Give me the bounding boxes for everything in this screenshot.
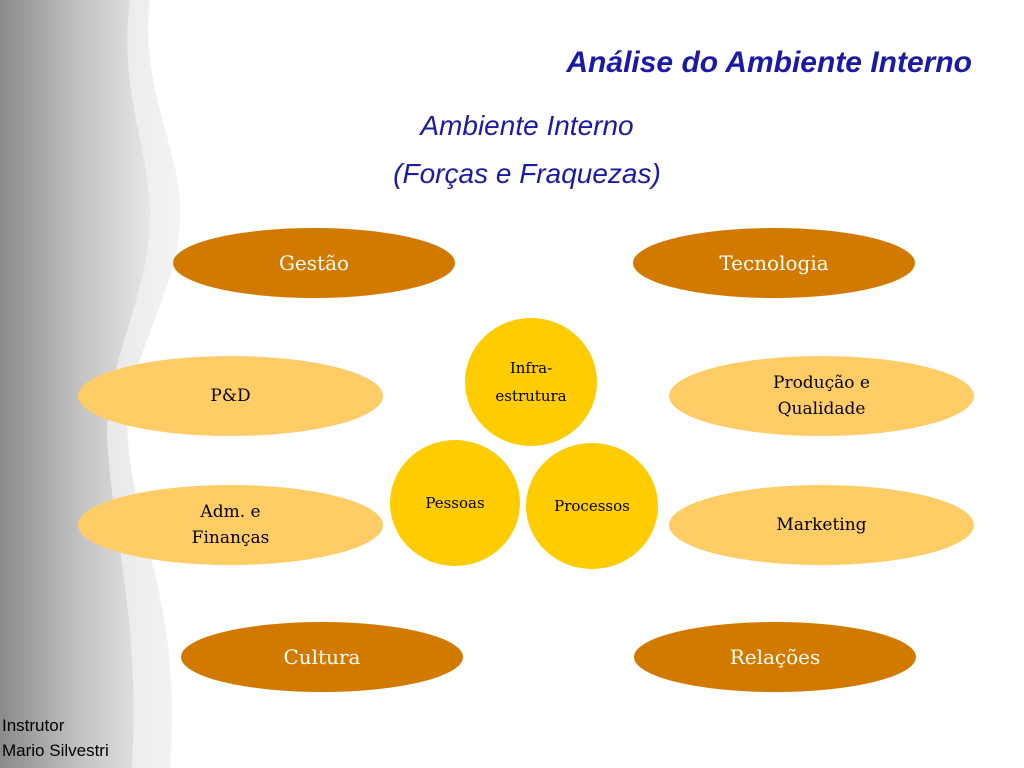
oval-marketing: Marketing <box>669 485 974 565</box>
oval-relacoes-label: Relações <box>729 644 821 669</box>
circle-processos-label: Processos <box>554 496 630 515</box>
oval-pd: P&D <box>78 356 383 436</box>
footer-instructor-name: Mario Silvestri <box>2 741 109 760</box>
circle-infra-label-2: estrutura <box>495 387 567 405</box>
oval-relacoes: Relações <box>634 622 916 692</box>
oval-adm-label-2: Finanças <box>191 528 270 548</box>
oval-adm-label-1: Adm. e <box>200 501 261 522</box>
oval-tecnologia-label: Tecnologia <box>719 250 829 275</box>
oval-tecnologia: Tecnologia <box>633 228 915 298</box>
subtitle-line-1: Ambiente Interno <box>420 110 634 141</box>
circle-pessoas: Pessoas <box>390 440 520 566</box>
footer-instructor-label: Instrutor <box>2 716 65 735</box>
oval-marketing-label: Marketing <box>776 514 867 535</box>
circle-infra-label-1: Infra- <box>509 358 553 377</box>
oval-pd-label: P&D <box>210 385 251 406</box>
oval-cultura: Cultura <box>181 622 463 692</box>
oval-gestao: Gestão <box>173 228 455 298</box>
circle-processos: Processos <box>526 443 658 569</box>
oval-producao-label-1: Produção e <box>773 372 870 393</box>
oval-gestao-label: Gestão <box>278 250 350 275</box>
oval-adm-financas: Adm. e Finanças <box>78 485 383 565</box>
circle-pessoas-label: Pessoas <box>425 493 485 512</box>
oval-producao-qualidade: Produção e Qualidade <box>669 356 974 436</box>
oval-producao-label-2: Qualidade <box>777 399 866 419</box>
circle-infraestrutura: Infra- estrutura <box>465 318 597 446</box>
page-title: Análise do Ambiente Interno <box>566 46 972 79</box>
oval-cultura-label: Cultura <box>283 644 361 669</box>
subtitle-line-2: (Forças e Fraquezas) <box>393 158 661 189</box>
